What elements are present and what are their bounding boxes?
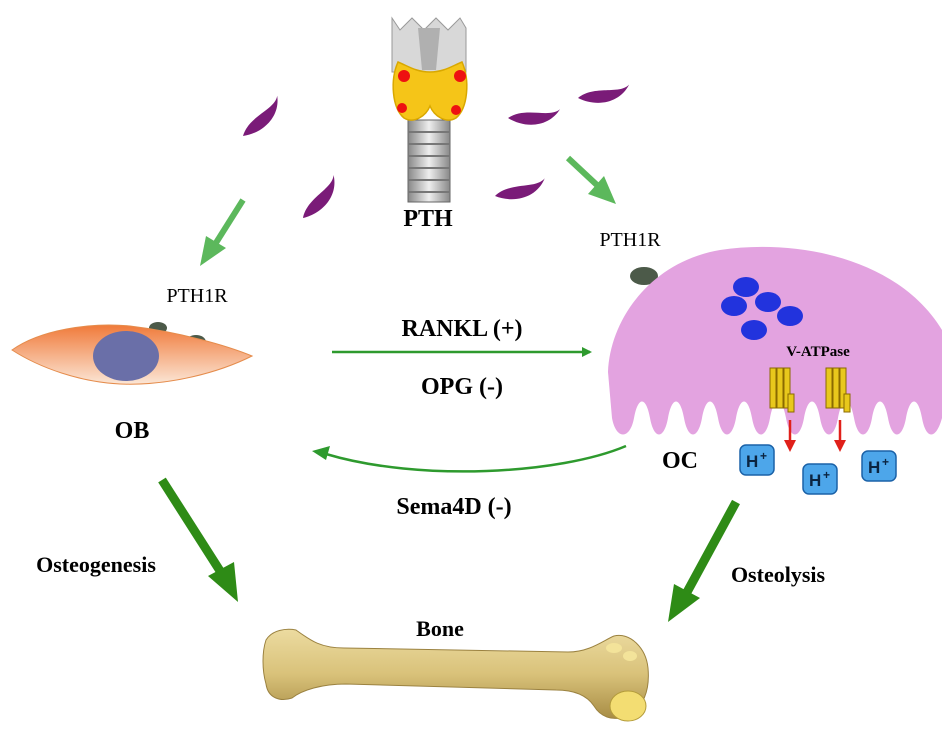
- svg-text:+: +: [823, 468, 830, 482]
- pth1r-right-label: PTH1R: [599, 229, 661, 251]
- pth-molecule-icon: [495, 178, 545, 200]
- osteoclast-cell: [608, 246, 942, 452]
- osteogenesis-arrow: [158, 477, 238, 602]
- nucleus-icon: [777, 306, 803, 326]
- bone-label: Bone: [416, 616, 464, 641]
- proton-badge: H +: [802, 463, 838, 495]
- nucleus-icon: [755, 292, 781, 312]
- pth-molecule-icon: [508, 109, 561, 125]
- proton-badge: H +: [861, 450, 897, 482]
- ob-label: OB: [115, 418, 150, 444]
- proton-release-arrow-icon: [784, 420, 796, 452]
- nucleus-icon: [741, 320, 767, 340]
- oc-nuclei-group: [721, 277, 803, 340]
- oc-label: OC: [662, 448, 698, 474]
- parathyroid-gland-icon: [391, 16, 468, 203]
- svg-text:H: H: [868, 458, 880, 477]
- proton-release-arrow-icon: [834, 420, 846, 452]
- rankl-label: RANKL (+): [401, 316, 522, 342]
- sema4d-label: Sema4D (-): [396, 494, 511, 520]
- svg-text:H: H: [809, 471, 821, 490]
- pth-to-oc-arrow: [565, 155, 616, 204]
- svg-text:+: +: [760, 449, 767, 463]
- v-atpase-pump-icon: [769, 367, 795, 413]
- pth-molecule-icon: [578, 84, 630, 103]
- nucleus-icon: [733, 277, 759, 297]
- osteogenesis-label: Osteogenesis: [36, 552, 156, 577]
- pth-molecule-icon: [303, 174, 335, 218]
- svg-text:H: H: [746, 452, 758, 471]
- proton-badge: H +: [739, 444, 775, 476]
- pth-molecule-icon: [243, 95, 278, 136]
- osteolysis-label: Osteolysis: [731, 562, 826, 587]
- nucleus-icon: [721, 296, 747, 316]
- v-atpase-label: V-ATPase: [786, 344, 850, 360]
- pth1r-left-label: PTH1R: [166, 285, 228, 307]
- nucleus-icon: [93, 331, 159, 381]
- osteolysis-arrow: [668, 499, 740, 622]
- osteoblast-cell: [11, 322, 254, 385]
- pth1r-receptor-icon: [630, 267, 658, 285]
- svg-text:+: +: [882, 455, 889, 469]
- sema4d-arrow: [312, 444, 627, 473]
- bone-icon: [262, 628, 649, 722]
- opg-label: OPG (-): [421, 374, 503, 400]
- v-atpase-pump-icon: [825, 367, 851, 413]
- pth-molecule-group: [243, 84, 630, 218]
- pth-label: PTH: [403, 206, 453, 232]
- pth-to-ob-arrow: [200, 198, 246, 266]
